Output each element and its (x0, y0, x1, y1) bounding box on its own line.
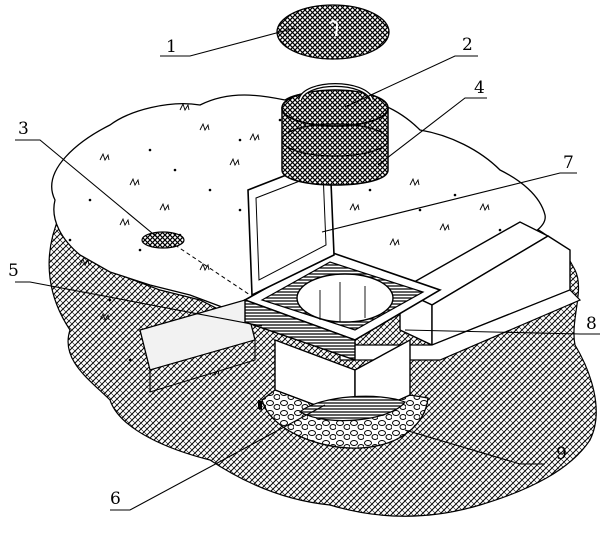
callout-2: 2 (462, 35, 473, 55)
concrete-lower-slab (339, 289, 582, 361)
channel-tray-left-side (149, 339, 256, 393)
callout-1: 1 (166, 37, 177, 57)
filter-basket-band (281, 123, 389, 157)
pit-shaft-inner-lines (319, 282, 366, 322)
pit-shaft-opening (296, 273, 394, 323)
callout-4: 4 (474, 78, 485, 98)
concrete-curb-side (431, 235, 571, 347)
callout-6: 6 (110, 489, 121, 509)
filter-basket-rim (281, 89, 389, 127)
callout-3: 3 (18, 119, 29, 139)
round-cover-disk (276, 4, 390, 60)
basket-handle-inner (299, 84, 373, 101)
surface-drain-grate (141, 231, 185, 249)
callout-labels: 1 2 3 4 5 7 8 6 9 (8, 35, 597, 509)
inlet-grate-slots (258, 399, 262, 411)
bottom-filter-mesh (298, 395, 406, 422)
filter-basket (281, 107, 389, 186)
leader-lines (15, 27, 600, 511)
grass-tufts (79, 102, 490, 377)
callout-5: 5 (8, 261, 19, 281)
cover-handle-mark (329, 20, 339, 37)
drain-pipe-dashed (174, 244, 251, 296)
callout-7: 7 (563, 153, 574, 173)
callout-8: 8 (586, 314, 597, 334)
callout-9: 9 (556, 444, 567, 464)
inlet-grate (244, 299, 356, 361)
